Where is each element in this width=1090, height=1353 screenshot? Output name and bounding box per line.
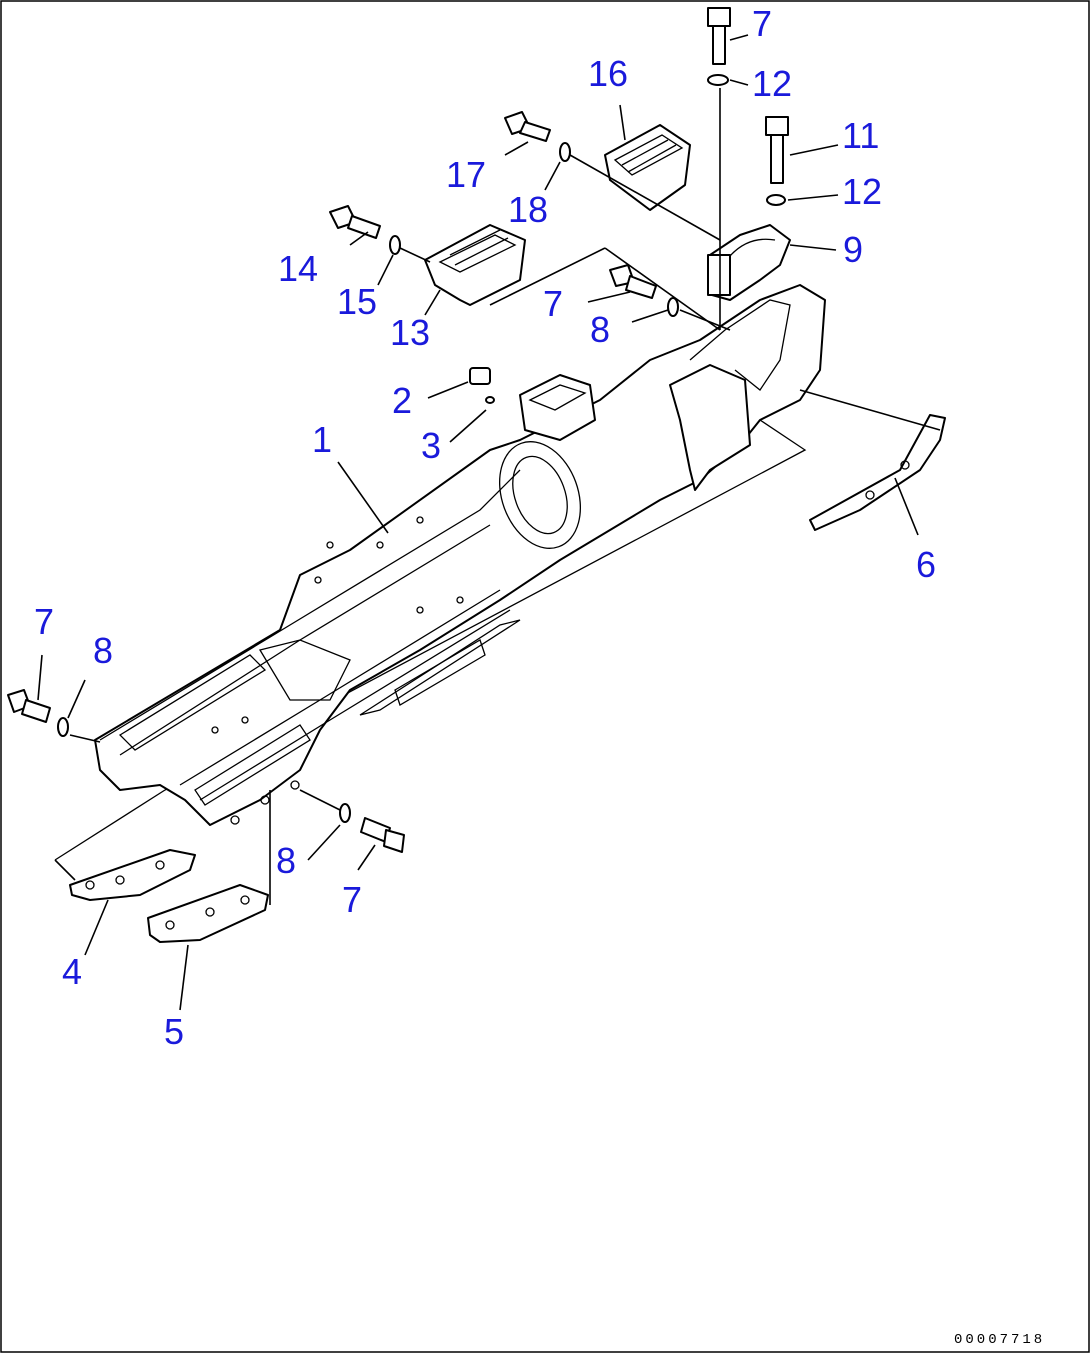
bolt-14 <box>329 205 381 239</box>
track-frame-part <box>54 284 826 861</box>
callout-4: 4 <box>62 951 82 992</box>
washer-15 <box>389 235 401 255</box>
callout-7-bottom: 7 <box>342 879 362 920</box>
callout-12-right: 12 <box>842 171 882 212</box>
callout-17: 17 <box>446 154 486 195</box>
washer-8-mid <box>667 297 679 317</box>
callout-15: 15 <box>337 281 377 322</box>
callouts: 7 12 16 11 17 18 12 9 14 15 7 13 8 2 3 1… <box>34 3 936 1052</box>
callout-18: 18 <box>508 189 548 230</box>
bolt-11 <box>707 7 731 65</box>
guard-part-6 <box>809 414 946 531</box>
pad-part-16 <box>604 124 691 211</box>
callout-1: 1 <box>312 419 332 460</box>
callout-16: 16 <box>588 53 628 94</box>
callout-5: 5 <box>164 1011 184 1052</box>
guard-part-5 <box>147 884 269 943</box>
callout-12-top: 12 <box>752 63 792 104</box>
washer-12-right <box>766 194 786 206</box>
bolt-7-left <box>7 689 51 723</box>
washer-8-left <box>57 717 69 737</box>
callout-14: 14 <box>278 248 318 289</box>
bolt-10 <box>765 116 789 184</box>
washer-3 <box>485 396 495 404</box>
leader-lines <box>37 34 941 1011</box>
callout-6: 6 <box>916 544 936 585</box>
callout-10: 11 <box>842 115 879 156</box>
callout-7-left: 7 <box>34 601 54 642</box>
callout-8-mid: 8 <box>590 309 610 350</box>
guard-part-4 <box>69 849 196 901</box>
bolt-2 <box>469 367 491 385</box>
callout-8-bottom: 8 <box>276 840 296 881</box>
callout-7-mid: 7 <box>543 283 563 324</box>
callout-2: 2 <box>392 380 412 421</box>
washer-12-top <box>707 74 729 86</box>
callout-9: 9 <box>843 229 863 270</box>
pad-part-13 <box>424 224 526 306</box>
washer-18 <box>559 142 571 162</box>
drawing-code: 00007718 <box>954 1332 1045 1348</box>
callout-13: 13 <box>390 312 430 353</box>
washer-8-bottom <box>339 803 351 823</box>
bolt-7-mid <box>609 264 657 299</box>
bolt-7-bottom <box>360 817 405 853</box>
bolt-17 <box>504 111 551 142</box>
callout-3: 3 <box>421 425 441 466</box>
callout-11: 7 <box>752 3 772 44</box>
bearing-cap-part <box>707 224 791 301</box>
callout-8-left: 8 <box>93 630 113 671</box>
